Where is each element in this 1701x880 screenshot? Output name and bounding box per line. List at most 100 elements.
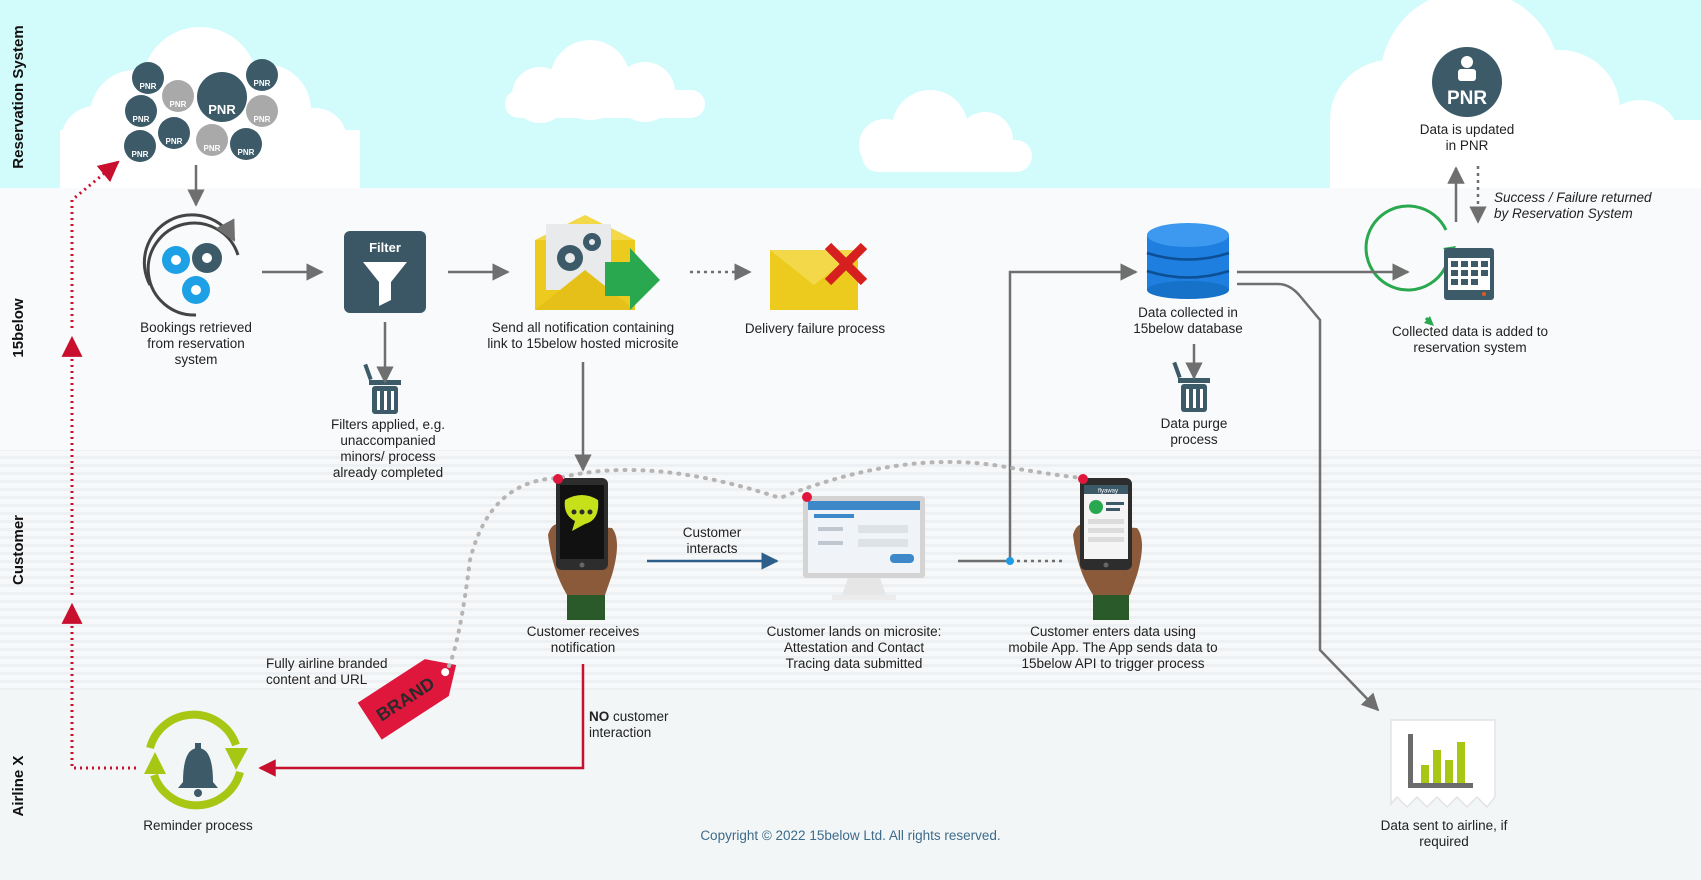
database-icon [1146,223,1230,299]
pnr-icon: PNR [125,95,157,127]
no-bold-text: NO [589,709,610,724]
pnr-text: PNR [238,148,255,157]
customer-interacts-label: Customer interacts [662,525,762,557]
label-line: mobile App. The App sends data to [1008,640,1218,655]
label-line: Customer [682,525,742,540]
arrow [958,263,1138,563]
label-line: Customer receives [526,624,640,639]
filter-text: Filter [369,240,401,255]
data-updated-label: Data is updated in PNR [1397,122,1537,154]
label-line: Data is updated [1419,122,1515,137]
label-line: interacts [686,541,738,556]
pnr-icon: PNR [132,62,164,94]
no-interaction-label: NO customer interaction [589,709,709,741]
label-line: reservation system [1413,340,1527,355]
label-line: Customer enters data using [1030,624,1196,639]
pnr-icon: PNR [196,124,228,156]
bell-cycle-icon [144,710,248,810]
label-line: process [1170,432,1218,447]
pnr-icon: PNR [158,117,190,149]
flow-arrows [61,160,1487,777]
airline-branded-label: Fully airline branded content and URL [266,656,426,688]
lane-label-customer: Customer [10,515,27,586]
no-interaction-arrow [258,664,585,777]
fifteenbelow-lane-bg [0,188,1701,450]
lane-label-reservation: Reservation System [10,25,27,169]
filter-icon: Filter [344,231,426,313]
pnr-text: PNR [133,115,150,124]
pnr-icon: PNR [246,95,278,127]
label-line: link to 15below hosted microsite [487,336,679,351]
data-collected-label: Data collected in 15below database [1108,305,1268,337]
label-line: Success / Failure returned [1494,190,1652,205]
pnr-icon: PNR [162,80,194,112]
reminder-process-label: Reminder process [143,818,253,833]
label-line: NO customer [589,709,709,725]
journey-point [1078,474,1088,484]
junction-dot [1006,557,1014,565]
bar-chart-icon [1390,719,1496,809]
journey-dotted-path [447,460,1085,668]
filters-applied-label: Filters applied, e.g. unaccompanied mino… [308,417,468,481]
label-line: minors/ process [340,449,436,464]
monitor-microsite-icon [803,496,925,600]
cloud-mid-1 [505,40,705,123]
journey-point [553,474,563,484]
pnr-text: PNR [1447,88,1487,109]
pnr-text: PNR [166,137,183,146]
pnr-text: PNR [140,82,157,91]
cloud-mid-2 [859,90,1032,172]
pnr-icon: PNR [124,130,156,162]
customer-lands-label: Customer lands on microsite: Attestation… [744,624,964,672]
no-rest-text: customer [609,709,669,724]
pnr-icon: PNR [197,72,247,122]
pnr-text: PNR [204,144,221,153]
collected-added-label: Collected data is added to reservation s… [1370,324,1570,356]
envelope-send-icon [535,215,660,310]
label-line: Send all notification containing [491,320,675,335]
pnr-text: PNR [132,150,149,159]
phone-notification-icon [548,478,617,620]
label-line: Customer lands on microsite: [766,624,942,639]
pnr-updated-icon: PNR [1432,47,1502,117]
app-header-text: flyaway [1098,489,1118,495]
pnr-text: PNR [254,79,271,88]
label-line: by Reservation System [1494,206,1633,221]
journey-point [802,492,812,502]
label-line: notification [550,640,616,655]
delivery-failure-label: Delivery failure process [744,321,886,336]
label-line: system [174,352,218,367]
data-purge-label: Data purge process [1124,416,1264,448]
data-sent-label: Data sent to airline, if required [1364,818,1524,850]
label-line: Attestation and Contact [783,640,925,655]
label-line: 15below API to trigger process [1021,656,1205,671]
calendar-cycle-icon [1364,204,1494,326]
pnr-icon: PNR [230,128,262,160]
lane-label-airline: Airline X [10,755,27,817]
gears-cycle-icon [142,213,240,317]
label-line: Data purge [1160,416,1228,431]
customer-receives-label: Customer receives notification [503,624,663,656]
label-line: already completed [332,465,444,480]
reminder-loop-arrow [70,160,120,328]
bookings-retrieved-label: Bookings retrieved from reservation syst… [116,320,276,368]
label-line: interaction [589,725,652,740]
trash-icon [1172,361,1210,412]
success-failure-label: Success / Failure returned by Reservatio… [1494,190,1694,222]
label-line: required [1419,834,1469,849]
label-line: unaccompanied [340,433,436,448]
label-line: in PNR [1445,138,1489,153]
copyright-footer: Copyright © 2022 15below Ltd. All rights… [700,828,1001,843]
label-line: Fully airline branded [266,656,388,671]
arrow [1237,282,1380,712]
send-notification-label: Send all notification containing link to… [463,320,703,352]
label-line: Data sent to airline, if [1380,818,1508,833]
phone-app-icon: flyaway [1073,478,1142,620]
pnr-text: PNR [254,115,271,124]
lane-label-15below: 15below [10,298,27,358]
pnr-text: PNR [170,100,187,109]
label-line: Bookings retrieved [140,320,252,335]
delivery-failure-icon [770,242,868,310]
